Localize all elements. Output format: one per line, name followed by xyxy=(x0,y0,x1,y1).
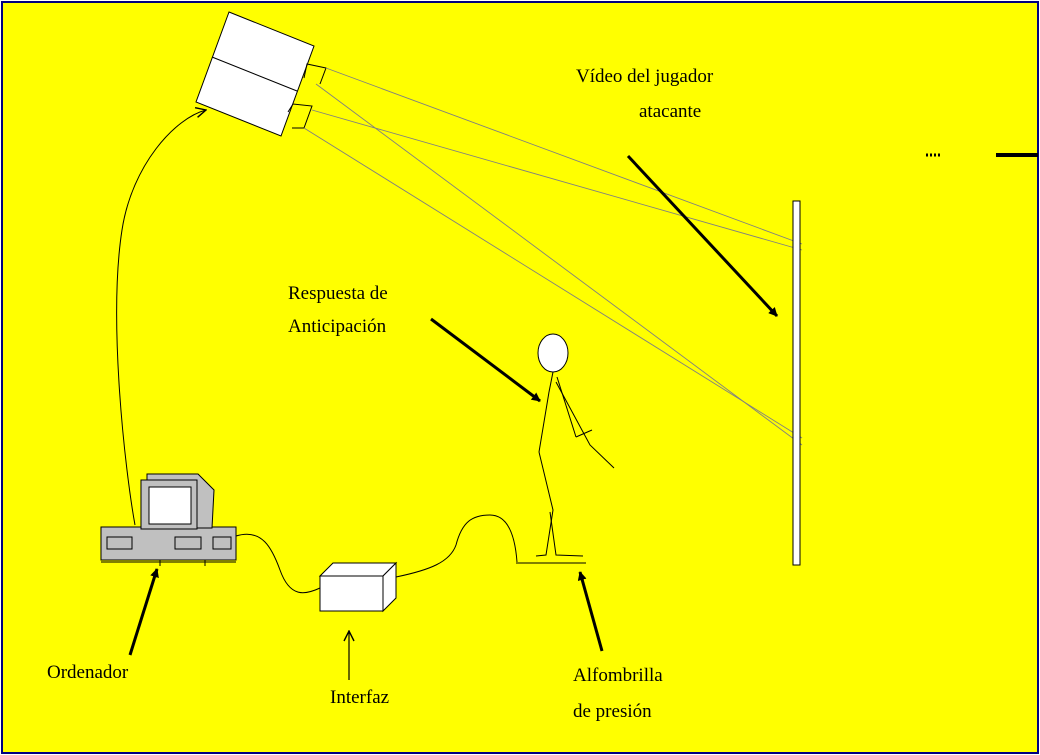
response-arrow xyxy=(430,317,541,403)
interface-label: Interfaz xyxy=(330,687,390,708)
callout-arrows xyxy=(128,154,779,656)
projection-beams xyxy=(303,67,803,446)
mat-label-line1: Alfombrilla xyxy=(573,665,663,686)
computer-label: Ordenador xyxy=(47,662,129,683)
computer-arrow xyxy=(128,568,159,656)
cable-interface-mat xyxy=(395,514,518,578)
response-label-line2: Anticipación xyxy=(288,316,387,337)
video-label-line2: atacante xyxy=(639,101,702,122)
cable-computer-interface xyxy=(235,533,321,594)
mat-arrow xyxy=(577,571,604,652)
projector-icon xyxy=(195,11,327,137)
response-label-line1: Respuesta de xyxy=(288,283,388,304)
interface-box-icon xyxy=(318,561,398,613)
cable-computer-projector xyxy=(116,110,206,526)
projection-screen-icon xyxy=(792,200,801,566)
mat-label-line2: de presión xyxy=(573,701,652,722)
video-label-line1: Vídeo del jugador xyxy=(576,66,714,87)
video-arrow xyxy=(626,154,779,318)
stick-figure-icon xyxy=(535,333,615,557)
computer-icon xyxy=(100,473,237,566)
